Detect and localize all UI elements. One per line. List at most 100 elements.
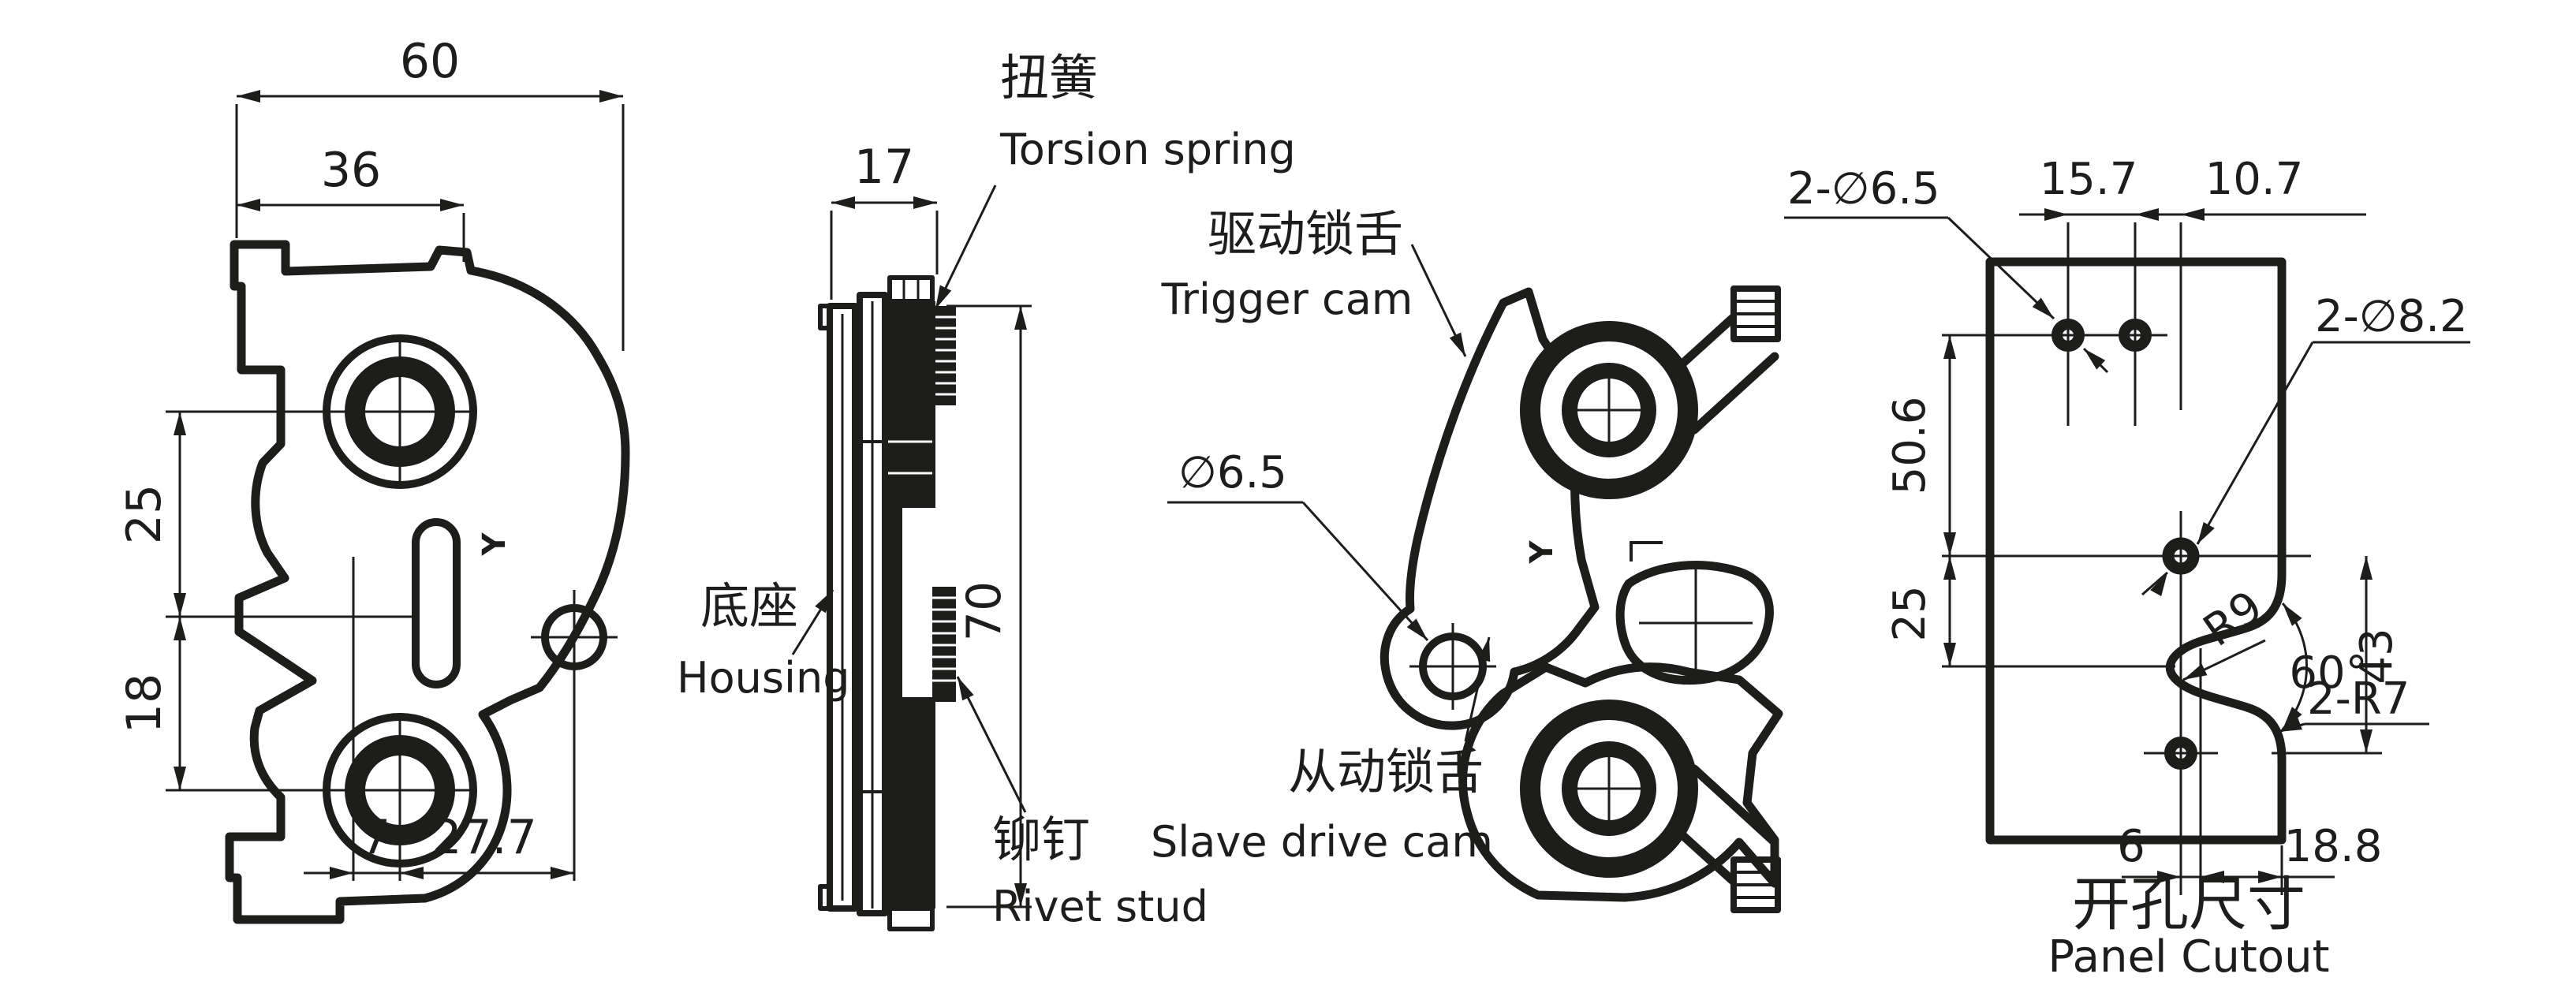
drawing-primitive: [815, 590, 833, 614]
dim-bottom-span-right: 18.8: [2284, 821, 2383, 872]
drawing-primitive: [174, 617, 186, 640]
drawing-primitive: [2032, 297, 2054, 319]
drawing-primitive: [1014, 306, 1027, 330]
leader-line: [956, 676, 1027, 813]
drawing-primitive: [1406, 618, 1428, 640]
housing-plate: [827, 303, 858, 912]
rivet-stud-label-zh: 铆钉: [992, 811, 1090, 868]
slave-cam-label-en: Slave drive cam: [1151, 817, 1493, 867]
dim-bottom-offset-right: 27.7: [431, 810, 537, 865]
front-view: Y 60 36 25 18 7 27.7: [117, 34, 630, 924]
leader-line: [1301, 501, 1429, 642]
dim-left-upper-height: 50.6: [1884, 397, 1936, 495]
jaw-pocket: [1615, 561, 1774, 685]
torsion-spring-block: [885, 301, 935, 508]
panel-outline: [1985, 257, 2287, 845]
dim-mid-holes: 2-∅8.2: [2315, 291, 2468, 342]
drawing-primitive: [2150, 573, 2167, 596]
dim-height: 70: [957, 581, 1012, 641]
panel-cutout-title-en: Panel Cutout: [2048, 931, 2329, 983]
drawing-primitive: [2201, 871, 2224, 883]
drawing-primitive: [935, 285, 952, 309]
leader-line: [2196, 341, 2314, 545]
dim-right-height: 43: [2351, 628, 2402, 684]
dim-total-width: 60: [400, 34, 460, 89]
drawing-primitive: [1943, 556, 1956, 580]
plate-edge: [1689, 764, 1779, 847]
drawing-primitive: [599, 90, 623, 103]
orientation-mark: Y: [476, 532, 513, 556]
torsion-spring-label-en: Torsion spring: [999, 125, 1296, 174]
rivet-stud-label-en: Rivet stud: [992, 882, 1208, 931]
dim-top-span-left: 15.7: [2040, 154, 2138, 205]
dim-left-lower-height: 25: [1884, 585, 1936, 641]
corner-mark: [1630, 541, 1663, 562]
slave-cam-plate: [1458, 662, 1783, 902]
housing-label-zh: 底座: [700, 577, 798, 635]
dim-bottom-offset-left: 7: [360, 810, 390, 865]
drawing-primitive: [2283, 603, 2302, 626]
dim-notch-angle: 60°: [2289, 647, 2367, 699]
drawing-primitive: [831, 196, 855, 209]
leader-line: [2141, 571, 2168, 596]
slave-cam-label-zh: 从动锁舌: [1288, 743, 1484, 800]
drawing-primitive: [440, 199, 464, 211]
spring-knurl: [935, 306, 956, 405]
rivet-tab-top: [1730, 285, 1781, 342]
drawing-primitive: [2181, 208, 2205, 221]
drawing-primitive: [1477, 637, 1491, 662]
dim-upper-width: 36: [321, 143, 381, 198]
dim-lower-height: 18: [117, 673, 172, 733]
dim-upper-height: 25: [117, 484, 172, 544]
drawing-primitive: [174, 767, 186, 790]
drawing-primitive: [551, 867, 574, 879]
drawing-primitive: [2258, 871, 2282, 883]
drawing-primitive: [2044, 208, 2068, 221]
housing-tab: [818, 304, 832, 330]
drawing-primitive: [2360, 729, 2373, 753]
torsion-spring-label-zh: 扭簧: [1000, 49, 1098, 106]
housing-label-en: Housing: [677, 653, 850, 703]
dim-bottom-span-left: 6: [2117, 821, 2145, 872]
dim-thickness: 17: [854, 140, 914, 195]
panel-cutout-title-zh: 开孔尺寸: [2072, 871, 2305, 938]
leader-line: [1947, 216, 2055, 320]
top-tab: [887, 275, 935, 304]
cam-view: Y 驱动锁舌 Trigger cam ∅6.5 从动锁舌 Slave drive…: [1151, 205, 1783, 913]
drawing-primitive: [958, 677, 974, 701]
drawing-primitive: [1943, 532, 1956, 556]
drawing-primitive: [400, 867, 424, 879]
drawing-primitive: [2183, 663, 2208, 680]
orientation-mark: Y: [1524, 539, 1560, 564]
drawing-primitive: [2157, 871, 2181, 883]
drawing-primitive: [2283, 707, 2302, 729]
drawing-primitive: [913, 196, 937, 209]
drawing-primitive: [2197, 522, 2215, 544]
panel-cutout-view: 15.7 10.7 2-∅6.5 50.6 25 2-∅8.2 R9 60°: [1784, 154, 2470, 983]
side-view: 17 70 扭簧 Torsion spring 底座 Housing 铆钉 Ri…: [677, 49, 1296, 931]
drawing-primitive: [174, 593, 186, 617]
bottom-tab: [887, 906, 935, 931]
drawing-primitive: [1014, 883, 1027, 907]
dim-notch-radius: R9: [2194, 581, 2272, 657]
housing-tab: [818, 884, 832, 911]
drawing-primitive: [237, 199, 260, 211]
middle-bar: [885, 508, 902, 697]
dim-top-holes: 2-∅6.5: [1787, 163, 1940, 215]
hole-dia-label: ∅6.5: [1178, 447, 1287, 498]
plate-edge: [1677, 830, 1737, 885]
plate-edge: [1689, 352, 1779, 435]
drawing-primitive: [330, 867, 353, 879]
drawing-primitive: [2360, 556, 2373, 580]
drawing-primitive: [174, 412, 186, 435]
plate-edge: [1677, 314, 1737, 369]
drawing-primitive: [237, 90, 260, 103]
middle-plate: [857, 292, 888, 916]
trigger-cam-label-en: Trigger cam: [1161, 274, 1413, 324]
slot: [412, 518, 461, 688]
dim-top-span-right: 10.7: [2205, 154, 2304, 205]
drawing-primitive: [2278, 718, 2302, 732]
drawing-primitive: [1449, 332, 1465, 356]
